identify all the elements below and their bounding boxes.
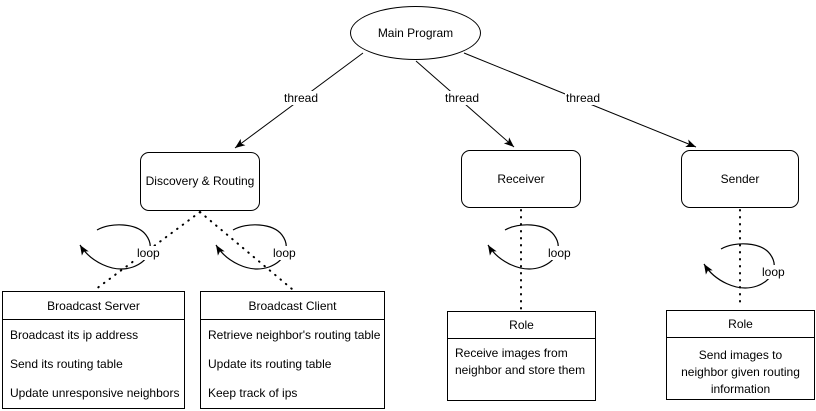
node-main-program-label: Main Program [377,25,454,40]
node-receiver-label: Receiver [497,171,545,186]
table-row: Retrieve neighbor's routing table [208,327,381,342]
node-main-program: Main Program [350,6,481,60]
node-sender-label: Sender [720,171,760,186]
loop-label-broadcast-client: loop [272,246,297,260]
table-role-receiver-title: Role [448,312,595,339]
loop-label-receiver: loop [547,246,572,260]
edge-label-thread-3: thread [565,91,602,105]
loop-label-broadcast-server: loop [136,246,161,260]
table-row: Update unresponsive neighbors [10,386,180,401]
table-role-receiver: Role Receive images from neighbor and st… [447,311,596,401]
edge-discovery-to-broadcast-server [95,211,201,290]
table-broadcast-server-title: Broadcast Server [3,292,184,320]
table-role-receiver-body: Receive images from neighbor and store t… [455,346,586,377]
table-row: Broadcast its ip address [10,327,139,342]
table-row: Update its routing table [208,356,332,371]
loop-label-sender: loop [761,265,786,279]
edge-label-thread-2: thread [444,91,481,105]
table-role-sender-body: Send images to neighbor given routing in… [681,348,800,396]
node-receiver: Receiver [461,150,581,208]
table-role-sender: Role Send images to neighbor given routi… [666,310,815,400]
node-discovery-routing: Discovery & Routing [140,152,260,211]
table-row: Send its routing table [10,356,123,371]
node-discovery-routing-label: Discovery & Routing [145,174,255,189]
table-broadcast-client-title: Broadcast Client [201,292,384,320]
table-broadcast-server: Broadcast Server Broadcast its ip addres… [2,291,185,409]
table-role-sender-title: Role [667,311,814,338]
table-row: Keep track of ips [208,386,298,401]
edge-label-thread-1: thread [283,91,320,105]
node-sender: Sender [681,150,799,208]
table-broadcast-client: Broadcast Client Retrieve neighbor's rou… [200,291,385,409]
